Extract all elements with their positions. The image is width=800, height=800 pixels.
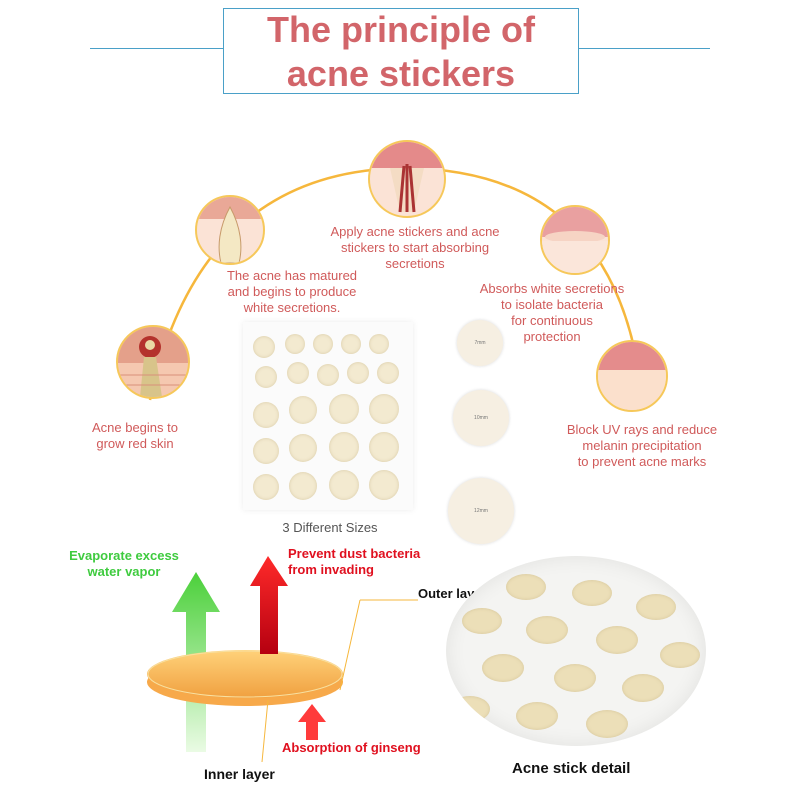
sticker-dot [253, 438, 279, 464]
step-4-text: Absorbs white secretions to isolate bact… [479, 281, 625, 344]
sticker-dot [329, 394, 359, 424]
sticker-dot [253, 402, 279, 428]
sticker-dot [253, 336, 275, 358]
step-5-text: Block UV rays and reduce melanin precipi… [566, 422, 718, 469]
sticker-dot [516, 702, 558, 730]
sticker-dot [341, 334, 361, 354]
sticker-dot [255, 366, 277, 388]
prevent-label: Prevent dust bacteria from invading [288, 546, 421, 577]
step-4-illustration [540, 205, 610, 275]
sticker-dot [329, 470, 359, 500]
sticker-dot [622, 674, 664, 702]
size-circle-large: 12mm [448, 478, 514, 544]
sticker-dot [369, 470, 399, 500]
size-circle-small: 7mm [457, 320, 503, 366]
sticker-dot [554, 664, 596, 692]
sticker-dot [450, 696, 490, 722]
sticker-dot [572, 580, 612, 606]
size-circle-medium: 10mm [453, 390, 509, 446]
sticker-dot [377, 362, 399, 384]
sticker-dot [285, 334, 305, 354]
sizes-caption: 3 Different Sizes [282, 520, 378, 535]
sticker-dot [462, 608, 502, 634]
sticker-dot [253, 474, 279, 500]
small-red-arrow [298, 704, 326, 740]
size-label: 12mm [474, 508, 488, 514]
inner-layer-label: Inner layer [204, 766, 275, 782]
size-label: 7mm [474, 340, 486, 346]
title-frame [223, 8, 579, 94]
sticker-dot [526, 616, 568, 644]
step-3-text: Apply acne stickers and acne stickers to… [330, 224, 500, 271]
sticker-dot [317, 364, 339, 386]
step-2-illustration [195, 195, 265, 265]
page-title-line-1: The principle of [266, 9, 535, 50]
sticker-dot [596, 626, 638, 654]
red-up-arrow [250, 556, 288, 654]
detail-label: Acne stick detail [512, 760, 631, 777]
sticker-dot [289, 396, 317, 424]
sticker-dot [369, 432, 399, 462]
sticker-dot [586, 710, 628, 738]
sticker-dot [660, 642, 700, 668]
detail-circle [446, 556, 706, 746]
sticker-dot [313, 334, 333, 354]
step-2-text: The acne has matured and begins to produ… [226, 268, 358, 315]
sticker-dot [636, 594, 676, 620]
absorption-label: Absorption of ginseng [282, 740, 421, 755]
sticker-dot [369, 394, 399, 424]
title-rule-left [90, 48, 223, 49]
page-title: The principle of acne stickers [223, 8, 579, 96]
step-1-text: Acne begins to grow red skin [91, 420, 178, 451]
sticker-dot [369, 334, 389, 354]
page-title-line-2: acne stickers [286, 53, 516, 94]
title-rule-right [577, 48, 710, 49]
sticker-dot [482, 654, 524, 682]
sticker-sheet [243, 322, 413, 510]
size-label: 10mm [474, 415, 488, 421]
sticker-dot [287, 362, 309, 384]
sticker-dot [506, 574, 546, 600]
mature-pimple-icon [197, 197, 263, 263]
sticker-dot [329, 432, 359, 462]
step-1-illustration [116, 325, 190, 399]
sticker-dot [347, 362, 369, 384]
evaporate-label: Evaporate excess water vapor [69, 548, 179, 579]
sticker-dot [289, 434, 317, 462]
step-3-illustration [368, 140, 446, 218]
sticker-dot [289, 472, 317, 500]
